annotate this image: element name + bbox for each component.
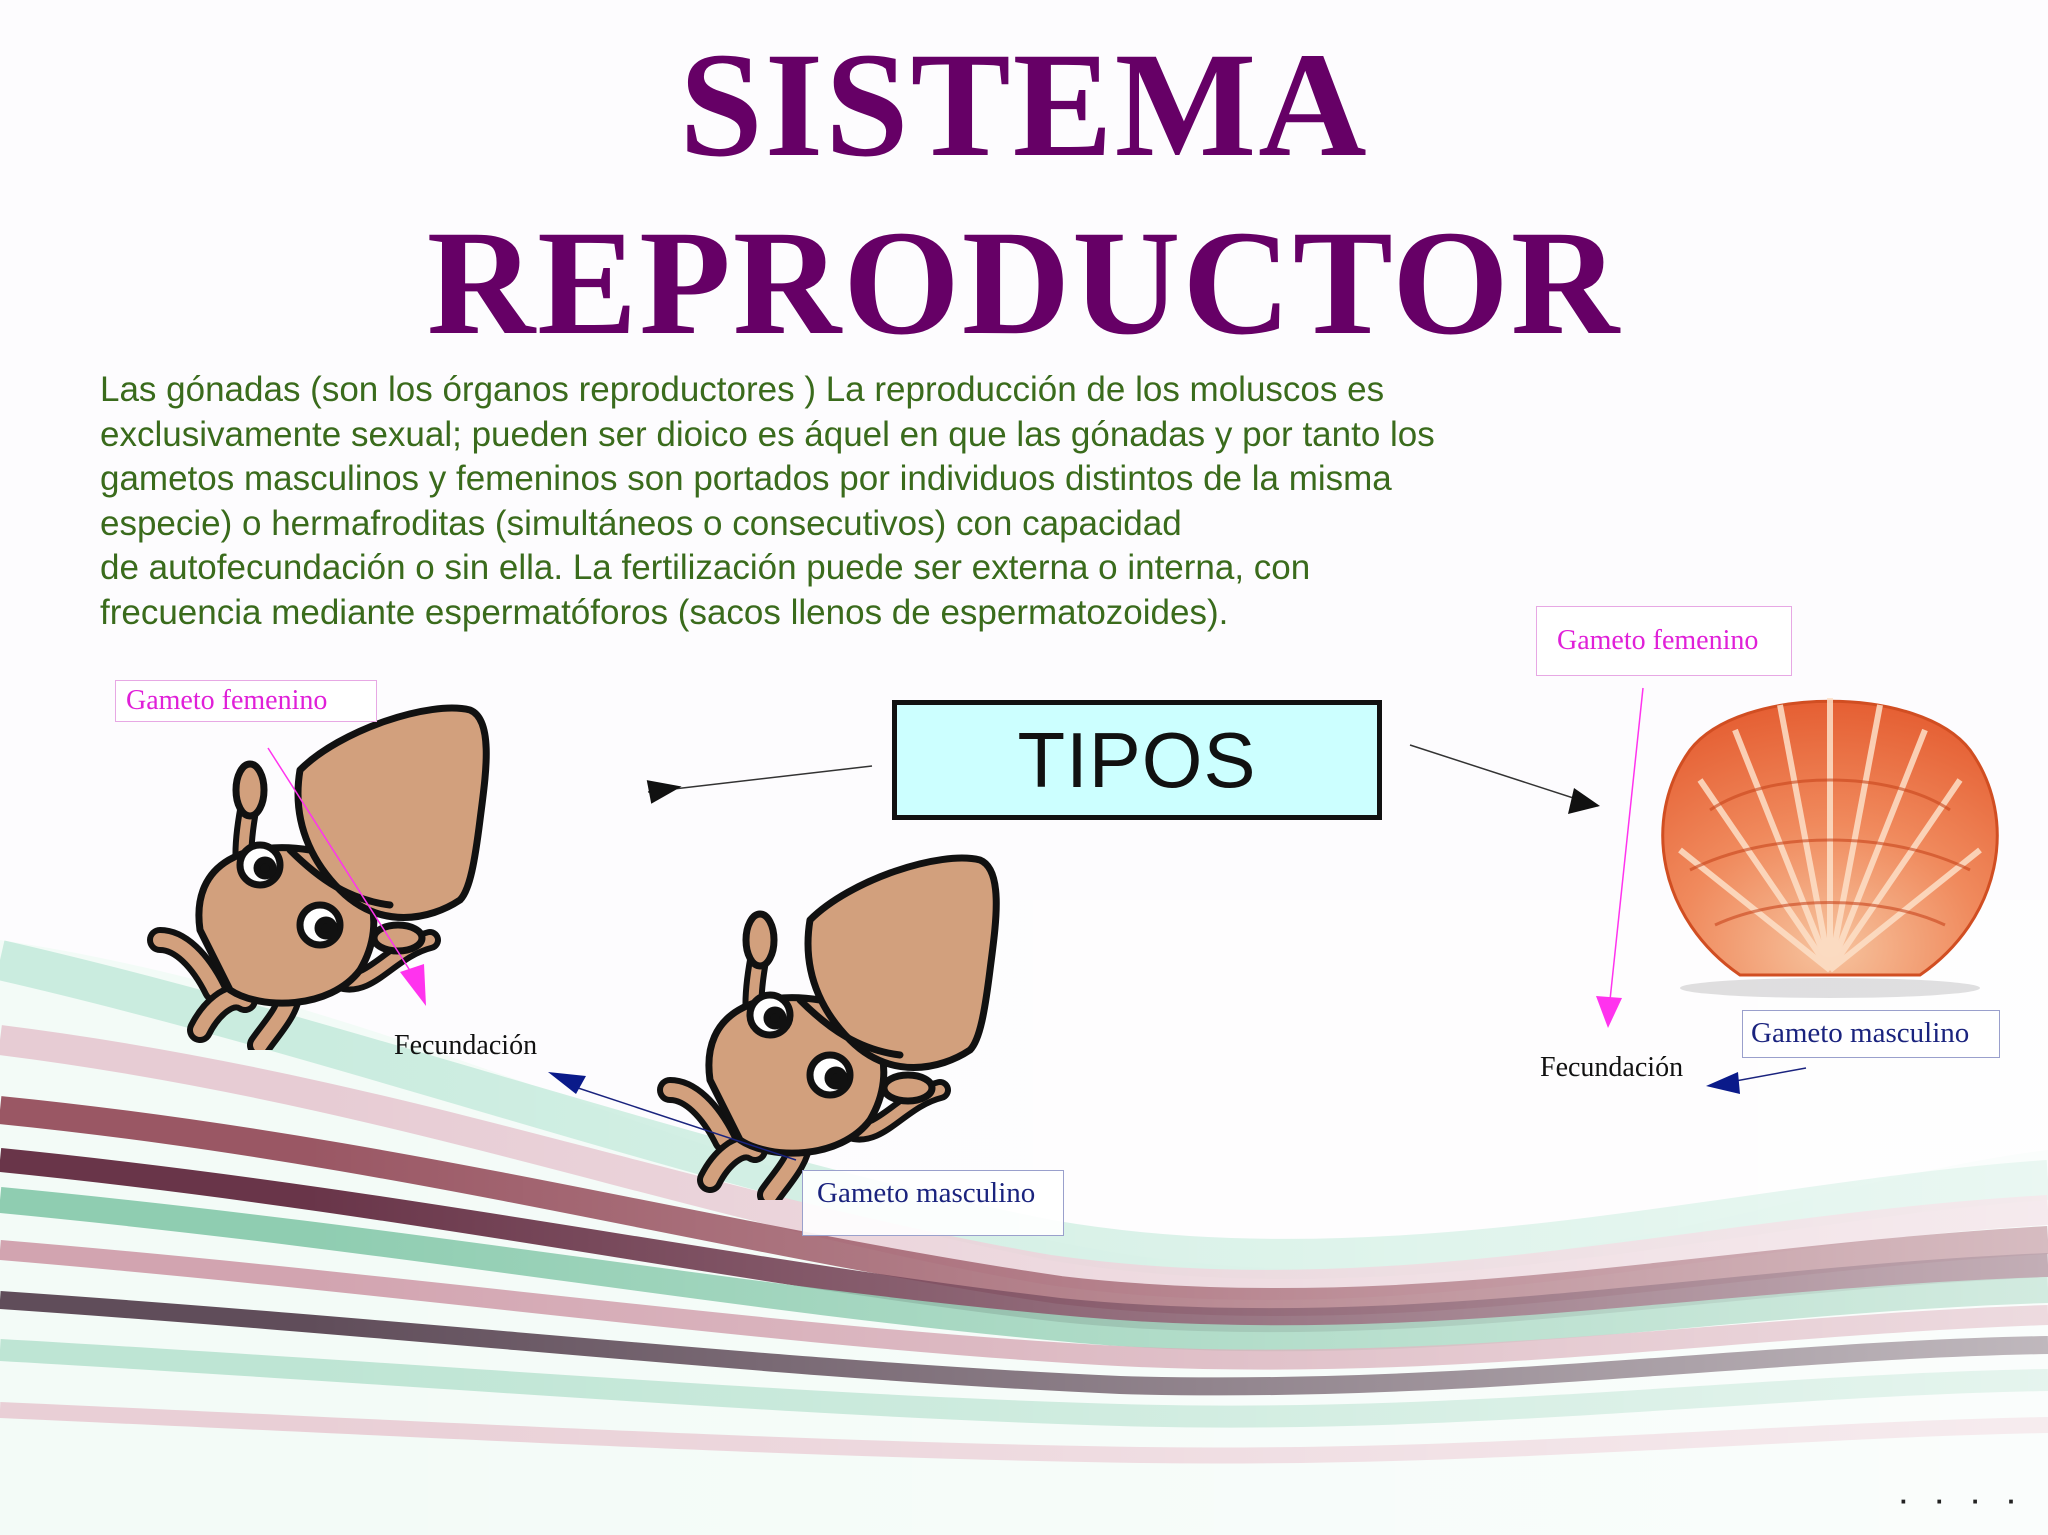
scallop-shell-icon: [1661, 698, 1999, 998]
right-female-gamete-label: Gameto femenino: [1536, 606, 1792, 676]
squid-icon: [657, 854, 1000, 1200]
squid-icon: [147, 704, 490, 1050]
paragraph-line: exclusivamente sexual; pueden ser dioico…: [100, 414, 1435, 454]
tipos-box: TIPOS: [892, 700, 1382, 820]
page-title-line-1: SISTEMA: [679, 22, 1369, 188]
right-male-gamete-label: Gameto masculino: [1742, 1010, 2000, 1058]
footer-dots: · · · ·: [1899, 1486, 2026, 1516]
left-male-gamete-label: Gameto masculino: [802, 1170, 1064, 1236]
right-fertilization-label: Fecundación: [1540, 1052, 1684, 1083]
left-female-gamete-label: Gameto femenino: [115, 680, 377, 722]
tipos-label: TIPOS: [1017, 715, 1257, 804]
page-title-line-2: REPRODUCTOR: [426, 200, 1622, 366]
intro-paragraph: Las gónadas (son los órganos reproductor…: [100, 368, 1660, 635]
left-fertilization-label: Fecundación: [394, 1030, 538, 1061]
paragraph-line: frecuencia mediante espermatóforos (saco…: [100, 592, 1229, 632]
paragraph-line: especie) o hermafroditas (simultáneos o …: [100, 503, 1182, 543]
paragraph-line: de autofecundación o sin ella. La fertil…: [100, 548, 1311, 587]
paragraph-line: Las gónadas (son los órganos reproductor…: [100, 370, 1385, 409]
paragraph-line: gametos masculinos y femeninos son porta…: [100, 459, 1392, 498]
